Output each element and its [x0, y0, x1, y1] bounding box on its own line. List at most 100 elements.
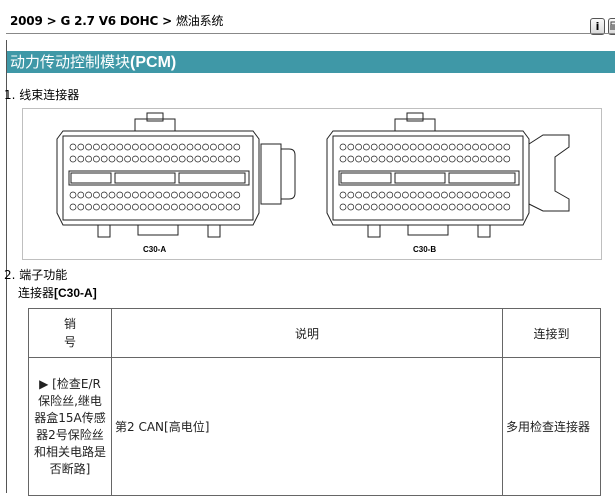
connector-pin	[124, 191, 131, 199]
connector-pin	[194, 155, 202, 163]
connector-pin	[347, 143, 355, 151]
connector-pin	[139, 143, 147, 151]
connector-pin	[202, 191, 209, 199]
connector-pin	[132, 203, 139, 211]
pin-cell[interactable]: ▶ [检查E/R保险丝,继电器盒15A传感器2号保险丝和相关电路是否断路]	[28, 357, 112, 496]
connector-pin	[417, 191, 425, 199]
connector-pin	[186, 143, 194, 151]
connector-pin	[394, 155, 401, 163]
connector-pin	[155, 155, 163, 163]
connect-to-cell: 多用检查连接器	[502, 357, 601, 496]
connector-pin	[69, 155, 77, 163]
connector-pin	[355, 155, 362, 163]
connector-pin	[147, 155, 155, 163]
connector-pin	[155, 191, 163, 199]
connector-pin	[402, 203, 409, 211]
connector-pin	[394, 143, 401, 151]
connector-pin	[163, 203, 170, 211]
connector-pin	[77, 191, 85, 199]
table-header-row: 销号 说明 连接到	[28, 308, 601, 358]
header-divider	[6, 33, 615, 34]
connector-pin	[441, 203, 448, 211]
connector-pin	[178, 191, 186, 199]
connector-pin	[139, 155, 147, 163]
connector-pin	[210, 155, 217, 163]
page-title: 动力传动控制模块(PCM)	[7, 51, 615, 73]
connector-pin	[339, 143, 347, 151]
connector-pin	[124, 143, 131, 151]
breadcrumb-model[interactable]: G 2.7 V6 DOHC	[60, 14, 159, 28]
connector-pin	[503, 155, 511, 163]
connector-pin	[355, 143, 362, 151]
column-header-connect-to: 连接到	[502, 308, 601, 358]
connector-pin	[217, 191, 225, 199]
connector-pin	[355, 191, 362, 199]
connector-pin	[93, 203, 100, 211]
connector-drawing: C30-A C30-B	[56, 112, 570, 254]
connector-pin	[217, 203, 225, 211]
connector-pin	[347, 155, 355, 163]
connector-pin	[370, 143, 378, 151]
connector-pin	[225, 143, 233, 151]
top-bar: 2009 > G 2.7 V6 DOHC > 燃油系统 i	[0, 0, 615, 40]
connector-pin	[441, 191, 448, 199]
content-left-border	[6, 40, 7, 493]
connector-c30b-drawing	[326, 112, 570, 238]
connector-pin	[116, 191, 124, 199]
connector-pin	[132, 143, 139, 151]
section-heading-harness: 1. 线束连接器	[4, 88, 80, 102]
connector-pin	[495, 155, 503, 163]
connector-pin	[339, 203, 347, 211]
connector-pin	[93, 191, 100, 199]
connector-pin	[433, 203, 440, 211]
connector-pin	[448, 143, 456, 151]
connector-pin	[495, 143, 503, 151]
connector-pin	[363, 191, 370, 199]
connector-pin	[116, 155, 124, 163]
info-icon[interactable]: i	[590, 18, 605, 35]
connector-pin	[386, 143, 394, 151]
printer-glyph	[610, 21, 615, 30]
connector-pin	[210, 203, 217, 211]
connector-pin	[77, 203, 85, 211]
connector-pin	[69, 143, 77, 151]
connector-pin	[378, 143, 386, 151]
connector-c30a-drawing	[56, 112, 296, 238]
connector-pin	[347, 203, 355, 211]
connector-pin	[124, 203, 131, 211]
page-title-code: (PCM)	[130, 54, 177, 71]
connector-pin	[116, 143, 124, 151]
connector-pin	[425, 191, 433, 199]
connector-pin	[85, 155, 92, 163]
connector-pin	[178, 155, 186, 163]
connector-pin	[355, 203, 362, 211]
connector-pin	[163, 191, 170, 199]
connector-pin	[448, 155, 456, 163]
connector-pin	[456, 143, 464, 151]
connector-pin	[233, 155, 241, 163]
connector-pin	[171, 143, 178, 151]
connector-pin	[472, 191, 479, 199]
connector-prefix: 连接器	[18, 286, 55, 300]
connector-pin	[480, 155, 487, 163]
connector-pin	[108, 203, 116, 211]
connector-pin	[155, 203, 163, 211]
breadcrumb-system[interactable]: 燃油系统	[175, 14, 224, 28]
connector-pin	[487, 143, 495, 151]
connector-pin	[394, 191, 401, 199]
connector-pin	[77, 155, 85, 163]
connector-pin	[503, 191, 511, 199]
connector-pin	[363, 203, 370, 211]
connector-pin	[186, 155, 194, 163]
connector-pin	[108, 191, 116, 199]
connector-pin	[202, 203, 209, 211]
connector-pin	[417, 143, 425, 151]
connector-pin	[100, 191, 108, 199]
connector-pin	[448, 203, 456, 211]
connector-pin	[139, 191, 147, 199]
connector-pin	[464, 155, 472, 163]
connector-pin	[93, 143, 100, 151]
breadcrumb-year[interactable]: 2009	[10, 14, 43, 28]
connector-pin	[386, 203, 394, 211]
connector-pin	[495, 203, 503, 211]
